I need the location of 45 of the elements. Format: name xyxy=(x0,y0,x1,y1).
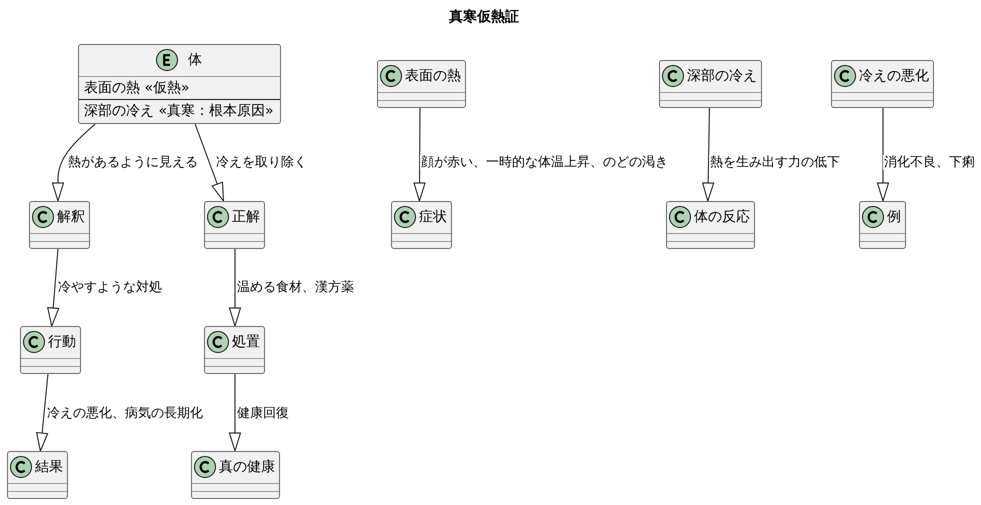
edge-label: 冷やすような対処 xyxy=(57,280,163,295)
arrow xyxy=(414,108,426,202)
class-name: 処置 xyxy=(232,334,260,350)
class-name: 解釈 xyxy=(57,209,85,225)
arrow xyxy=(47,248,60,326)
edge-label: 温める食材、漢方薬 xyxy=(236,280,355,295)
class-name: 例 xyxy=(887,209,901,225)
title: 真寒仮熱証 xyxy=(449,9,519,25)
class-name: 行動 xyxy=(48,334,76,350)
class-name: 体の反応 xyxy=(694,209,750,225)
class-name: 表面の熱 xyxy=(405,68,461,84)
class-box xyxy=(204,326,265,374)
class-box xyxy=(391,201,452,249)
entity-name: 体 xyxy=(188,52,202,68)
class-box xyxy=(191,451,280,499)
arrow xyxy=(52,124,96,202)
class-box xyxy=(859,201,906,249)
class-box xyxy=(7,451,68,499)
arrow xyxy=(194,124,224,202)
arrow xyxy=(702,108,714,202)
class-box xyxy=(659,60,762,108)
arrow xyxy=(229,248,241,326)
class-name: 結果 xyxy=(35,459,63,475)
edge-label: 消化不良、下痢 xyxy=(883,155,976,170)
class-box xyxy=(20,326,81,374)
class-name: 正解 xyxy=(232,209,260,225)
class-name: 深部の冷え xyxy=(687,68,757,84)
class-box xyxy=(831,60,934,108)
edge-label: 熱を生み出す力の低下 xyxy=(709,155,841,170)
edge-label: 冷えの悪化、病気の長期化 xyxy=(46,406,204,421)
arrow xyxy=(876,108,889,202)
class-name: 症状 xyxy=(419,209,447,225)
class-box xyxy=(666,201,755,249)
class-name: 冷えの悪化 xyxy=(859,68,929,84)
entity-box xyxy=(78,44,281,124)
edge-label: 熱があるように見える xyxy=(67,155,199,170)
class-box xyxy=(29,201,90,249)
class-box xyxy=(204,201,265,249)
attribute-text: 深部の冷え «真寒：根本原因» xyxy=(84,103,274,119)
attribute-text: 表面の熱 «仮熱» xyxy=(84,80,190,96)
arrow xyxy=(36,374,48,452)
edge-label: 健康回復 xyxy=(236,406,290,421)
class-box xyxy=(377,60,466,108)
arrow xyxy=(228,374,241,452)
class-name: 真の健康 xyxy=(219,459,275,475)
